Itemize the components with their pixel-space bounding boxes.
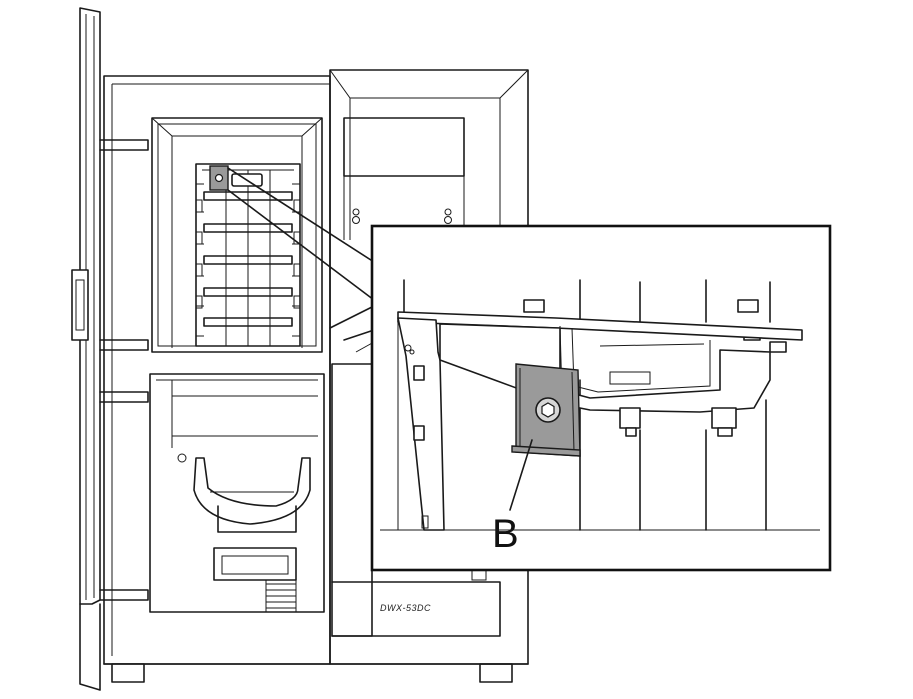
lower-chamber	[149, 373, 325, 613]
upper-chamber	[151, 117, 323, 353]
rack-shelves	[203, 191, 293, 327]
front-door	[71, 7, 101, 691]
door-hinges	[99, 139, 149, 601]
bellows-spring	[265, 580, 297, 612]
zoom-callout: B	[370, 224, 832, 572]
foot-right	[479, 663, 513, 683]
callout-letter: B	[492, 512, 519, 556]
model-label: DWX-53DC	[380, 603, 431, 613]
panel-latches	[352, 208, 452, 224]
zoom-leader-lines	[227, 167, 375, 353]
control-tower: DWX-53DC	[329, 69, 529, 665]
lower-nuts	[619, 407, 737, 437]
screen	[343, 117, 465, 177]
disc-changer-rack	[195, 163, 301, 347]
foot-left	[111, 663, 145, 683]
component-b	[511, 363, 581, 457]
